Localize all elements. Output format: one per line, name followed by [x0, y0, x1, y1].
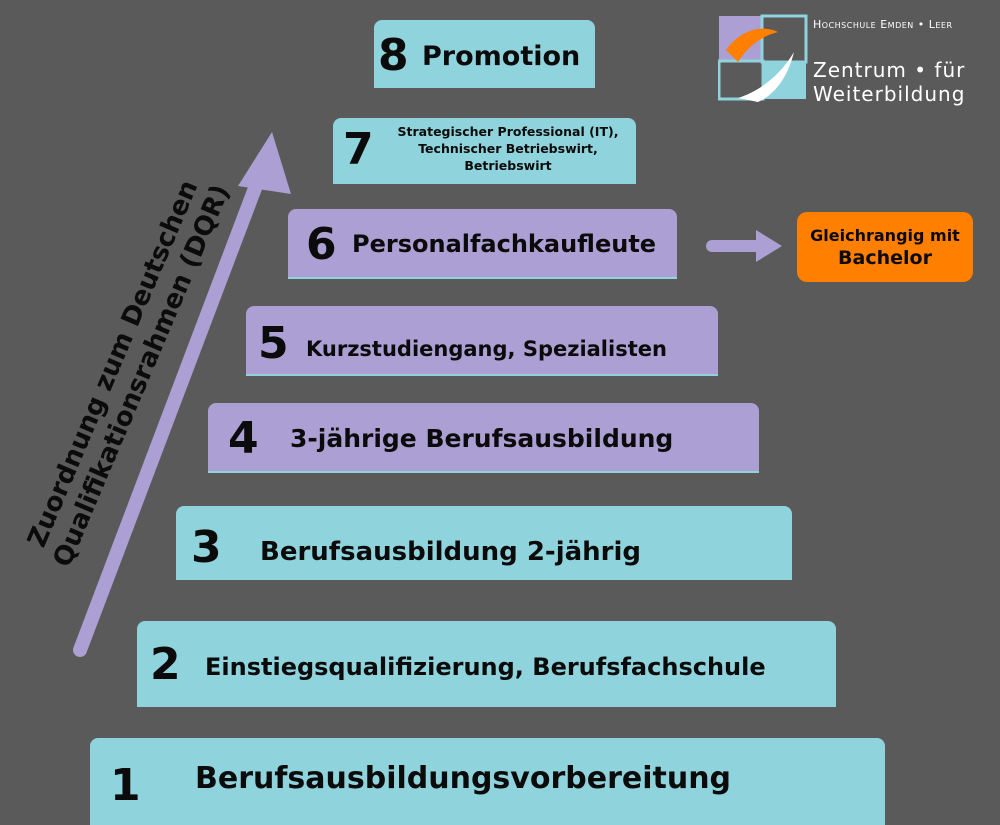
level-label: Promotion: [422, 41, 581, 72]
level-label-line: Betriebswirt: [464, 157, 552, 173]
level-label: 3-jährige Berufsausbildung: [290, 424, 674, 453]
level-number: 5: [258, 318, 289, 369]
level-label: Einstiegsqualifizierung, Berufsfachschul…: [205, 653, 766, 681]
level-number: 2: [150, 639, 181, 690]
level-3-step: 3 Berufsausbildung 2-jährig: [176, 506, 792, 580]
level-1-step: 1 Berufsausbildungsvorbereitung: [90, 738, 885, 825]
level-number: 8: [378, 30, 409, 81]
level-4-step: 4 3-jährige Berufsausbildung: [208, 403, 759, 473]
bachelor-equivalence-badge: Gleichrangig mit Bachelor: [797, 212, 973, 282]
dqr-arrow-shaft: [73, 168, 267, 657]
level-number: 1: [110, 760, 141, 811]
level-2-step: 2 Einstiegsqualifizierung, Berufsfachsch…: [137, 621, 836, 707]
level-number: 6: [306, 219, 337, 270]
level-label: Berufsausbildungsvorbereitung: [195, 761, 732, 796]
badge-line1: Gleichrangig mit: [810, 225, 960, 245]
level-number: 4: [228, 413, 259, 464]
level-label: Strategischer Professional (IT), Technis…: [389, 124, 627, 175]
badge-line2: Bachelor: [838, 246, 932, 269]
level-number: 7: [343, 124, 374, 175]
dqr-arrow-head: [238, 132, 291, 194]
hochschule-logo: Hochschule Emden • Leer Zentrum • für We…: [718, 12, 990, 107]
logo-mark-icon: [718, 14, 808, 102]
level-number: 3: [191, 522, 222, 573]
level-label-line: Strategischer Professional (IT),: [397, 124, 619, 139]
logo-center-line1: Zentrum • für: [813, 58, 966, 82]
level-label: Kurzstudiengang, Spezialisten: [306, 337, 667, 361]
logo-university-name: Hochschule Emden • Leer: [813, 18, 953, 31]
level-label: Berufsausbildung 2-jährig: [260, 537, 642, 567]
level-label: Personalfachkaufleute: [352, 230, 657, 258]
level-7-step: 7 Strategischer Professional (IT), Techn…: [333, 118, 636, 184]
level-label-line: Technischer Betriebswirt,: [418, 140, 598, 156]
logo-center-line2: Weiterbildung: [813, 82, 966, 106]
level-6-step: 6 Personalfachkaufleute: [288, 209, 677, 279]
level-5-step: 5 Kurzstudiengang, Spezialisten: [246, 306, 718, 376]
level-8-step: 8 Promotion: [374, 20, 595, 88]
equivalence-arrow-head: [756, 230, 782, 262]
